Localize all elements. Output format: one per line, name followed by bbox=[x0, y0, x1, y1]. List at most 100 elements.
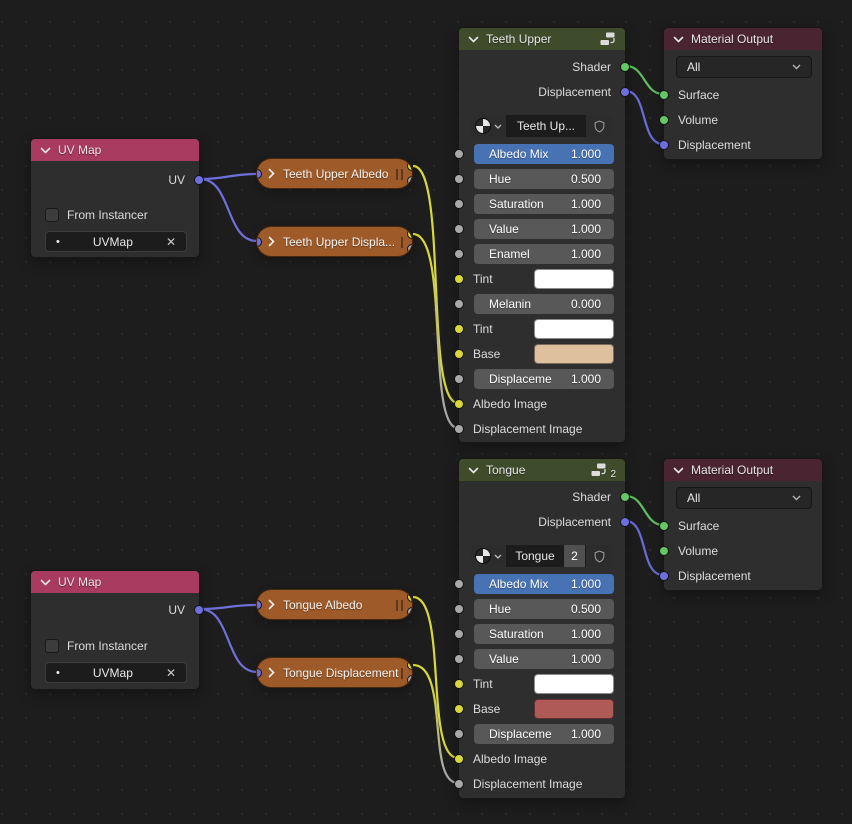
uv-output-socket[interactable] bbox=[194, 605, 204, 615]
alpha-output-socket[interactable] bbox=[407, 176, 412, 186]
uv-output-socket[interactable] bbox=[194, 175, 204, 185]
enamel-slider[interactable]: Enamel 1.000 bbox=[474, 244, 614, 264]
saturation-socket[interactable] bbox=[454, 199, 464, 209]
material-browse-button[interactable] bbox=[471, 115, 507, 137]
wire-tongue-displacement-to-displacement-image[interactable] bbox=[412, 663, 459, 785]
color-output-socket[interactable] bbox=[407, 592, 412, 602]
wire-teeth-displacement-to-displacement-image[interactable] bbox=[412, 232, 459, 430]
wire-teeth-displacement-to-output[interactable] bbox=[625, 89, 664, 146]
melanin-socket[interactable] bbox=[454, 299, 464, 309]
expand-node-icon[interactable] bbox=[268, 236, 275, 247]
uv-map-node-top[interactable]: UV Map UV From Instancer • UVMap ✕ bbox=[30, 138, 204, 258]
tongue-group-node[interactable]: Tongue 2 Shader Displacement Tongue 2 Al… bbox=[454, 458, 630, 799]
wire-teeth-shader-to-surface[interactable] bbox=[625, 64, 664, 96]
shader-output-socket[interactable] bbox=[620, 492, 630, 502]
value-socket[interactable] bbox=[454, 654, 464, 664]
value-socket[interactable] bbox=[454, 224, 464, 234]
enamel-socket[interactable] bbox=[454, 249, 464, 259]
saturation-slider[interactable]: Saturation 1.000 bbox=[474, 194, 614, 214]
from-instancer-checkbox[interactable] bbox=[45, 208, 59, 222]
displacement-input-socket[interactable] bbox=[659, 140, 669, 150]
material-browse-button[interactable] bbox=[471, 545, 507, 567]
group-datablock-name[interactable]: Tongue bbox=[507, 545, 563, 567]
uv-map-header[interactable]: UV Map bbox=[31, 139, 199, 161]
base-socket[interactable] bbox=[454, 704, 464, 714]
hue-slider[interactable]: Hue 0.500 bbox=[474, 169, 614, 189]
surface-input-socket[interactable] bbox=[659, 90, 669, 100]
albedo-image-socket[interactable] bbox=[454, 399, 464, 409]
vector-input-socket[interactable] bbox=[257, 668, 262, 678]
saturation-socket[interactable] bbox=[454, 629, 464, 639]
teeth-displacement-image-node[interactable]: Teeth Upper Displa... bbox=[256, 226, 413, 257]
material-output-header[interactable]: Material Output bbox=[664, 28, 822, 50]
displacement-image-socket[interactable] bbox=[454, 424, 464, 434]
expand-node-icon[interactable] bbox=[268, 168, 275, 179]
vector-input-socket[interactable] bbox=[257, 237, 262, 247]
clear-icon[interactable]: ✕ bbox=[165, 665, 176, 680]
expand-node-icon[interactable] bbox=[268, 667, 275, 678]
displacement-slider[interactable]: Displaceme 1.000 bbox=[474, 369, 614, 389]
output-target-select[interactable]: All bbox=[676, 56, 812, 78]
base-socket[interactable] bbox=[454, 349, 464, 359]
wire-tongue-displacement-to-output[interactable] bbox=[625, 519, 664, 577]
uv-map-selector[interactable]: • UVMap ✕ bbox=[45, 662, 187, 683]
group-datablock-name[interactable]: Teeth Up... bbox=[507, 115, 585, 137]
alpha-output-socket[interactable] bbox=[407, 244, 412, 254]
saturation-slider[interactable]: Saturation 1.000 bbox=[474, 624, 614, 644]
chevron-down-icon[interactable] bbox=[468, 36, 479, 43]
teeth-upper-group-node[interactable]: Teeth Upper Shader Displacement Teeth Up… bbox=[454, 27, 630, 443]
alpha-output-socket[interactable] bbox=[407, 675, 412, 685]
node-group-datablock-selector[interactable]: Teeth Up... bbox=[471, 115, 612, 137]
uv-map-selector[interactable]: • UVMap ✕ bbox=[45, 231, 187, 252]
wire-tongue-shader-to-surface[interactable] bbox=[625, 494, 664, 527]
base-color-swatch[interactable] bbox=[534, 344, 614, 364]
displacement-socket[interactable] bbox=[454, 729, 464, 739]
hue-socket[interactable] bbox=[454, 604, 464, 614]
wire-uvtop-to-teeth-albedo[interactable] bbox=[199, 172, 258, 181]
tint-socket[interactable] bbox=[454, 679, 464, 689]
chevron-down-icon[interactable] bbox=[40, 147, 51, 154]
chevron-down-icon[interactable] bbox=[40, 579, 51, 586]
vector-input-socket[interactable] bbox=[257, 169, 262, 179]
hue-socket[interactable] bbox=[454, 174, 464, 184]
displacement-slider[interactable]: Displaceme 1.000 bbox=[474, 724, 614, 744]
hue-slider[interactable]: Hue 0.500 bbox=[474, 599, 614, 619]
expand-node-icon[interactable] bbox=[268, 599, 275, 610]
shader-output-socket[interactable] bbox=[620, 62, 630, 72]
group-node-header[interactable]: Teeth Upper bbox=[459, 28, 625, 50]
value-slider[interactable]: Value 1.000 bbox=[474, 649, 614, 669]
clear-icon[interactable]: ✕ bbox=[165, 234, 176, 249]
output-target-select[interactable]: All bbox=[676, 487, 812, 509]
displacement-input-socket[interactable] bbox=[659, 571, 669, 581]
surface-input-socket[interactable] bbox=[659, 521, 669, 531]
group-node-header[interactable]: Tongue 2 bbox=[459, 459, 625, 481]
uv-map-header[interactable]: UV Map bbox=[31, 571, 199, 593]
displacement-output-socket[interactable] bbox=[620, 87, 630, 97]
value-slider[interactable]: Value 1.000 bbox=[474, 219, 614, 239]
material-output-header[interactable]: Material Output bbox=[664, 459, 822, 481]
color-output-socket[interactable] bbox=[407, 660, 412, 670]
from-instancer-checkbox[interactable] bbox=[45, 639, 59, 653]
albedo-mix-socket[interactable] bbox=[454, 579, 464, 589]
tint-color-swatch[interactable] bbox=[534, 319, 614, 339]
wire-uvbottom-to-tongue-albedo[interactable] bbox=[199, 603, 258, 611]
wire-uvbottom-to-tongue-displacement[interactable] bbox=[199, 607, 258, 674]
datablock-users-count[interactable]: 2 bbox=[563, 545, 585, 567]
tongue-albedo-image-node[interactable]: Tongue Albedo bbox=[256, 589, 413, 620]
teeth-albedo-image-node[interactable]: Teeth Upper Albedo bbox=[256, 158, 413, 189]
wire-uvtop-to-teeth-displacement[interactable] bbox=[199, 177, 258, 243]
fake-user-shield-icon[interactable] bbox=[585, 545, 612, 567]
tint-color-swatch[interactable] bbox=[534, 269, 614, 289]
displacement-image-socket[interactable] bbox=[454, 779, 464, 789]
albedo-mix-slider[interactable]: Albedo Mix 1.000 bbox=[474, 144, 614, 164]
tint-color-swatch[interactable] bbox=[534, 674, 614, 694]
chevron-down-icon[interactable] bbox=[468, 467, 479, 474]
wire-tongue-albedo-to-albedo-image[interactable] bbox=[412, 595, 459, 760]
wire-teeth-albedo-to-albedo-image[interactable] bbox=[412, 164, 459, 405]
displacement-socket[interactable] bbox=[454, 374, 464, 384]
color-output-socket[interactable] bbox=[407, 161, 412, 171]
melanin-slider[interactable]: Melanin 0.000 bbox=[474, 294, 614, 314]
albedo-mix-slider[interactable]: Albedo Mix 1.000 bbox=[474, 574, 614, 594]
volume-input-socket[interactable] bbox=[659, 546, 669, 556]
